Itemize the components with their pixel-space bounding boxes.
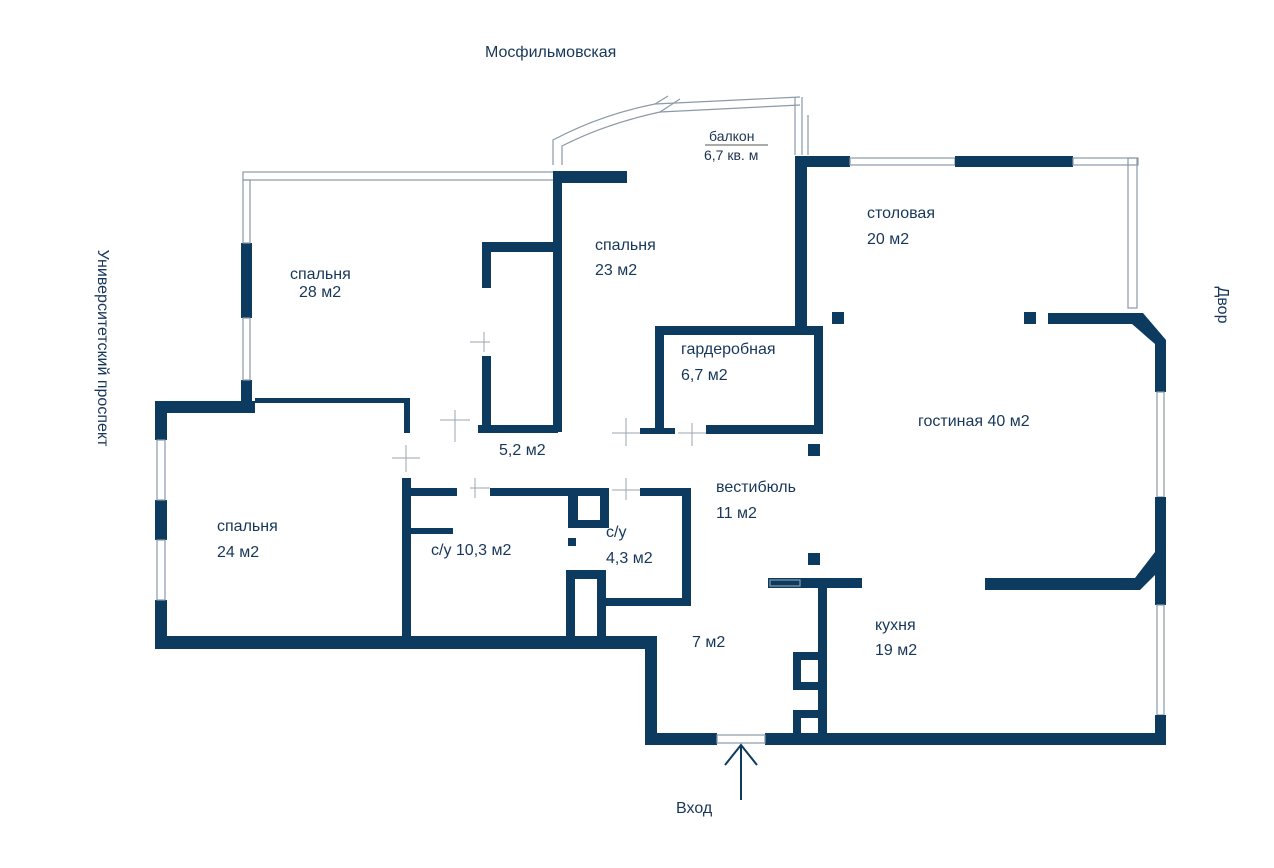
bedroom-24-area: 24 м2 bbox=[217, 544, 260, 561]
dining-name: столовая bbox=[867, 205, 935, 222]
vestibule-area: 11 м2 bbox=[716, 505, 757, 522]
bedroom-28-area: 28 м2 bbox=[299, 284, 342, 301]
kitchen-area: 19 м2 bbox=[875, 642, 918, 659]
street-top-label: Мосфильмовская bbox=[485, 44, 617, 61]
bedroom-23-area: 23 м2 bbox=[595, 262, 638, 279]
hall-7-area: 7 м2 bbox=[692, 634, 726, 651]
balcony-name: балкон bbox=[709, 128, 755, 144]
door-markers bbox=[392, 332, 706, 500]
vestibule-name: вестибюль bbox=[716, 479, 796, 496]
entrance-arrow-icon bbox=[724, 743, 758, 800]
living-label: гостиная 40 м2 bbox=[918, 413, 1030, 430]
dining-area: 20 м2 bbox=[867, 231, 910, 248]
entrance-label: Вход bbox=[676, 800, 713, 817]
bedroom-23-name: спальня bbox=[595, 237, 656, 254]
bath-10-label: с/у 10,3 м2 bbox=[431, 542, 512, 559]
street-left-label: Университетский проспект bbox=[94, 249, 111, 447]
corridor-area: 5,2 м2 bbox=[499, 442, 546, 459]
bath-4-area: 4,3 м2 bbox=[606, 550, 653, 567]
walls bbox=[155, 95, 1166, 745]
yard-label: Двор bbox=[1214, 286, 1231, 324]
wardrobe-name: гардеробная bbox=[681, 341, 776, 358]
wardrobe-area: 6,7 м2 bbox=[681, 367, 728, 384]
balcony-area: 6,7 кв. м bbox=[704, 147, 759, 163]
bedroom-24-name: спальня bbox=[217, 518, 278, 535]
bedroom-28-name: спальня bbox=[290, 266, 351, 283]
kitchen-name: кухня bbox=[875, 617, 916, 634]
bath-4-name: с/у bbox=[606, 524, 627, 541]
